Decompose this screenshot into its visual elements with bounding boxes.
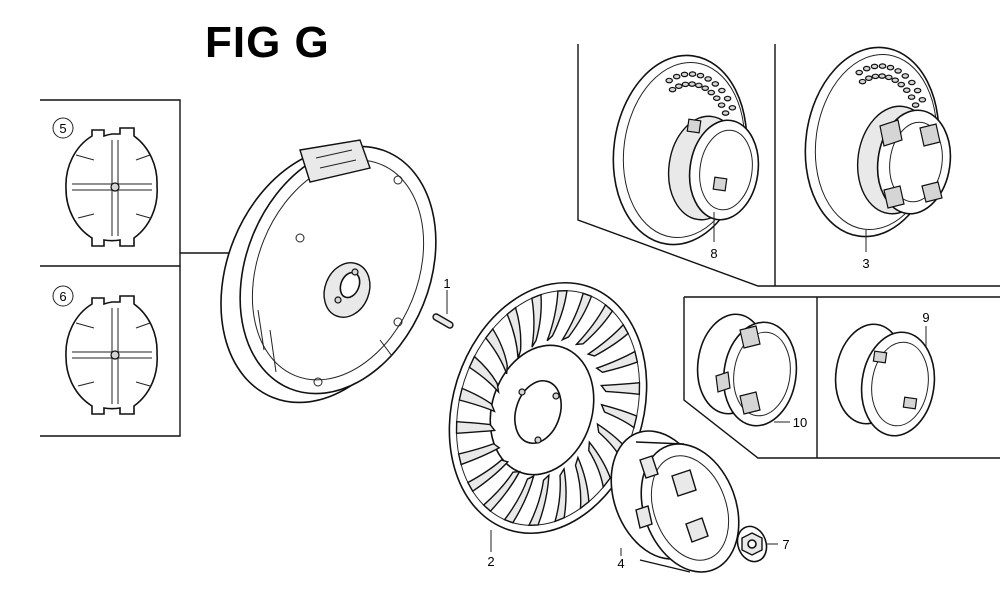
vent-hole	[918, 96, 927, 103]
vent-hole	[878, 73, 886, 79]
callout-circle-6	[52, 285, 74, 307]
fan-blade	[586, 323, 629, 357]
vent-hole	[688, 71, 697, 77]
vent-hole	[665, 77, 673, 84]
callout-10: 10	[793, 415, 807, 430]
vent-hole	[871, 73, 880, 80]
fan-blade	[503, 474, 535, 524]
callout-9: 9	[922, 310, 929, 325]
part-1-key: 1	[432, 276, 454, 329]
inset-panels-left	[40, 99, 236, 437]
vent-hole	[862, 65, 871, 72]
vent-hole	[902, 87, 911, 94]
vent-hole	[913, 87, 922, 94]
callout-1: 1	[443, 276, 450, 291]
part-6-flywheel-variant: 6	[52, 285, 158, 415]
fan-blade	[506, 306, 522, 359]
fan-blade	[531, 293, 542, 348]
main-flywheel	[220, 139, 437, 404]
vent-hole	[712, 95, 721, 102]
callout-5: 5	[59, 121, 66, 136]
vent-hole	[907, 94, 916, 100]
fan-blade	[574, 303, 614, 346]
figure-title: FIG G	[205, 18, 330, 67]
vent-hole	[680, 71, 689, 78]
fan-blade	[484, 327, 508, 375]
part-3-starter-pulley-assembly: 3	[804, 46, 952, 271]
vent-hole	[858, 78, 867, 85]
fan-blade	[574, 455, 590, 510]
callout-3: 3	[862, 256, 869, 271]
vent-hole	[701, 85, 710, 92]
vent-hole	[908, 79, 916, 86]
fan-blade	[600, 403, 638, 429]
inset-panels-lower-right	[683, 296, 1000, 459]
vent-hole	[668, 86, 677, 93]
part-5-flywheel-variant: 5	[52, 117, 158, 247]
vent-hole	[718, 87, 726, 94]
fan-blade	[595, 350, 639, 374]
fan-blade	[455, 420, 497, 435]
part-4-starter-pulley: 4	[610, 430, 740, 573]
fan-blade	[599, 381, 641, 396]
callout-4: 4	[617, 556, 624, 571]
vent-hole	[704, 76, 712, 82]
vent-hole	[897, 81, 906, 88]
vent-hole	[707, 89, 716, 96]
part-9-starter-cup: 9	[834, 310, 936, 437]
vent-hole	[870, 63, 879, 70]
vent-hole	[855, 69, 863, 76]
fan-blade	[482, 470, 521, 513]
vent-hole	[723, 95, 732, 102]
callout-2: 2	[487, 554, 494, 569]
vent-hole	[865, 75, 873, 82]
vent-hole	[901, 73, 910, 79]
vent-hole	[911, 102, 920, 108]
part-7-flange-nut: 7	[736, 525, 790, 563]
part-2-cooling-fan: 2	[448, 281, 648, 569]
vent-hole	[688, 81, 696, 87]
fan-blade	[553, 466, 567, 523]
vent-hole	[721, 110, 730, 116]
vent-hole	[717, 102, 726, 108]
vent-hole	[894, 68, 902, 74]
vent-hole	[696, 72, 705, 79]
part-8-starter-pulley-assembly: 8	[612, 54, 760, 261]
callout-6: 6	[59, 289, 66, 304]
vent-hole	[891, 77, 900, 84]
vent-hole	[884, 74, 893, 81]
vent-hole	[681, 81, 690, 88]
fan-blade	[457, 442, 501, 466]
vent-hole	[711, 81, 720, 87]
inset-panels-top-right	[577, 44, 1000, 287]
callout-7: 7	[782, 537, 789, 552]
part-10-starter-cup: 10	[696, 313, 807, 430]
vent-hole	[694, 82, 703, 89]
callout-circle-5	[52, 117, 74, 139]
vent-hole	[886, 64, 895, 71]
fan-blade	[468, 355, 500, 395]
vent-hole	[672, 73, 681, 80]
fan-blade	[560, 292, 593, 342]
fan-blade	[458, 387, 496, 413]
fan-blade	[527, 473, 550, 527]
fan-blade	[588, 440, 612, 489]
fan-blade	[466, 459, 510, 493]
vent-hole	[878, 63, 887, 69]
vent-hole	[675, 83, 683, 90]
fan-blade	[546, 289, 568, 342]
callout-8: 8	[710, 246, 717, 261]
vent-hole	[728, 104, 737, 111]
